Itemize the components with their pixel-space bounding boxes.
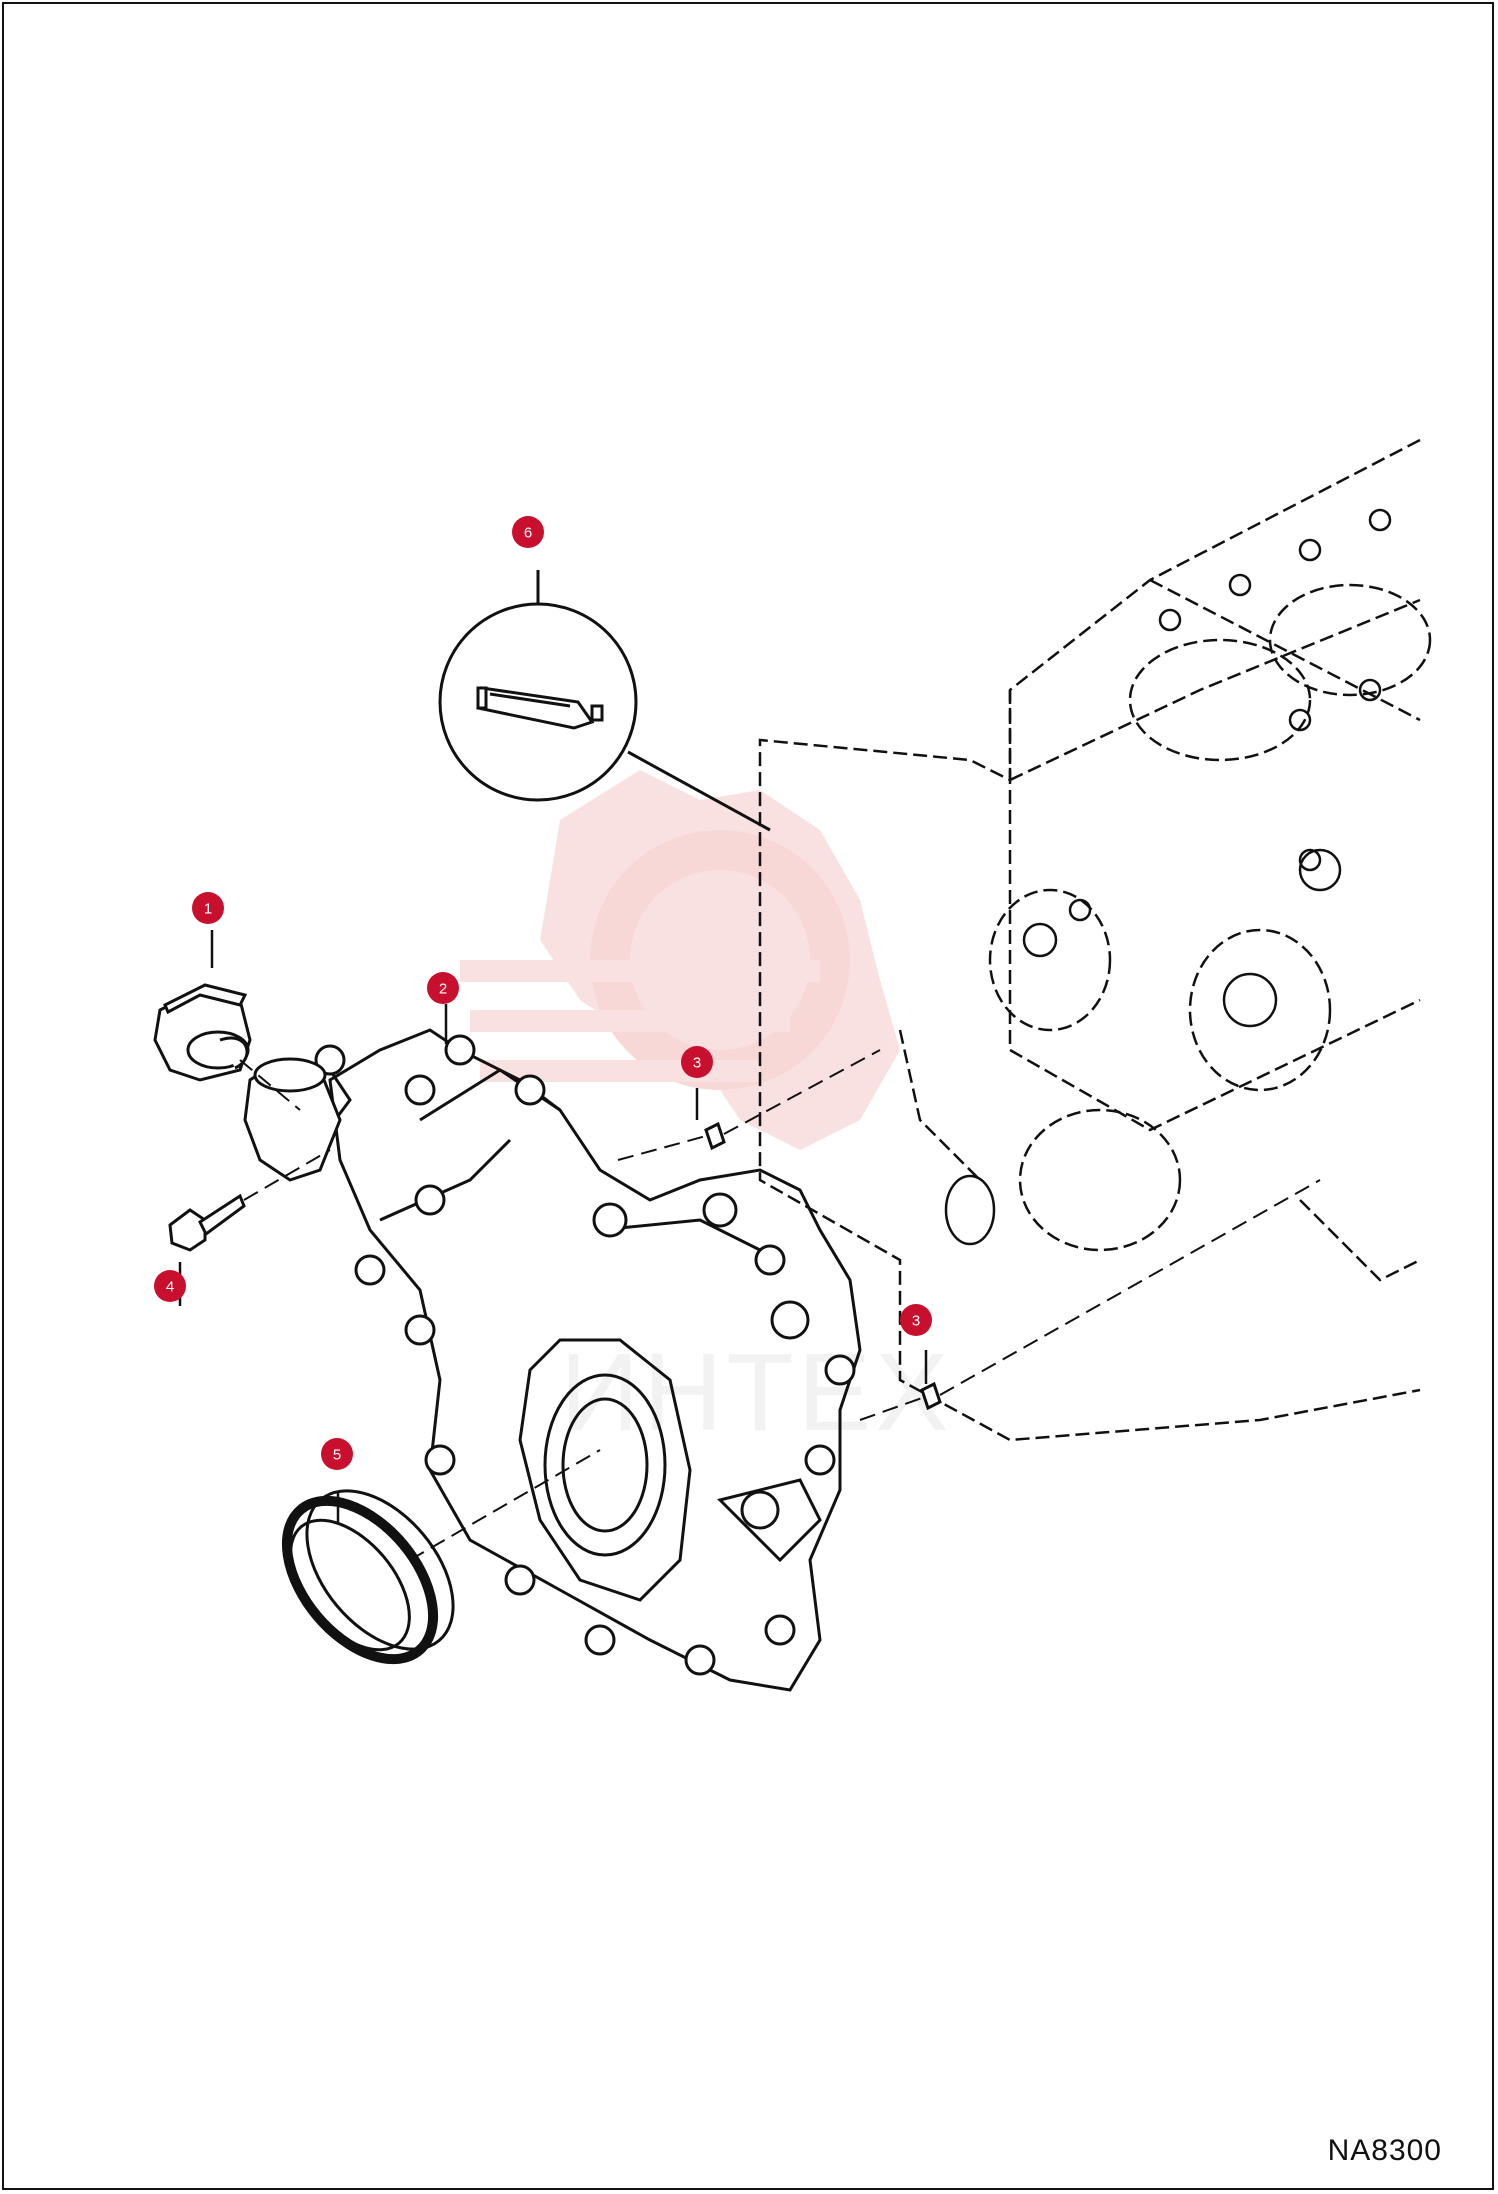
dowel-pin-upper: [704, 1121, 726, 1151]
callout-3a-label: 3: [693, 1055, 701, 1072]
sealant-inset: [438, 570, 638, 802]
callout-3a: 3: [681, 1046, 713, 1078]
sealant-tube-icon: [476, 686, 604, 730]
watermark-logo: ИНТЕХ: [460, 770, 952, 1454]
flange-bolt: [168, 1193, 246, 1252]
callout-4: 4: [154, 1270, 186, 1302]
callout-3b-label: 3: [912, 1313, 920, 1330]
callout-1: 1: [192, 892, 224, 924]
callout-leaders: [178, 930, 928, 1522]
engine-block-holes: [944, 508, 1392, 1246]
watermark-text: ИНТЕХ: [560, 1331, 952, 1454]
callout-1-label: 1: [204, 901, 212, 918]
callout-5: 5: [321, 1438, 353, 1470]
callout-2: 2: [427, 972, 459, 1004]
dowel-pin-lower: [920, 1381, 942, 1411]
callout-2-label: 2: [439, 981, 447, 998]
callout-6: 6: [512, 516, 544, 548]
sealant-leader-line: [627, 750, 771, 832]
callout-4-label: 4: [166, 1279, 174, 1296]
front-cover-bolt-holes: [314, 1034, 856, 1676]
drawing-reference-code: NA8300: [1327, 2134, 1442, 2167]
callout-3b: 3: [900, 1304, 932, 1336]
callout-6-label: 6: [524, 525, 532, 542]
crankshaft-seal: [281, 1489, 455, 1665]
engine-block: [758, 438, 1432, 1442]
callout-5-label: 5: [333, 1447, 341, 1464]
oil-filler-cap: [153, 983, 252, 1082]
oil-filler-neck: [243, 1057, 342, 1182]
assembly-guide-lines: [239, 1049, 1321, 1561]
